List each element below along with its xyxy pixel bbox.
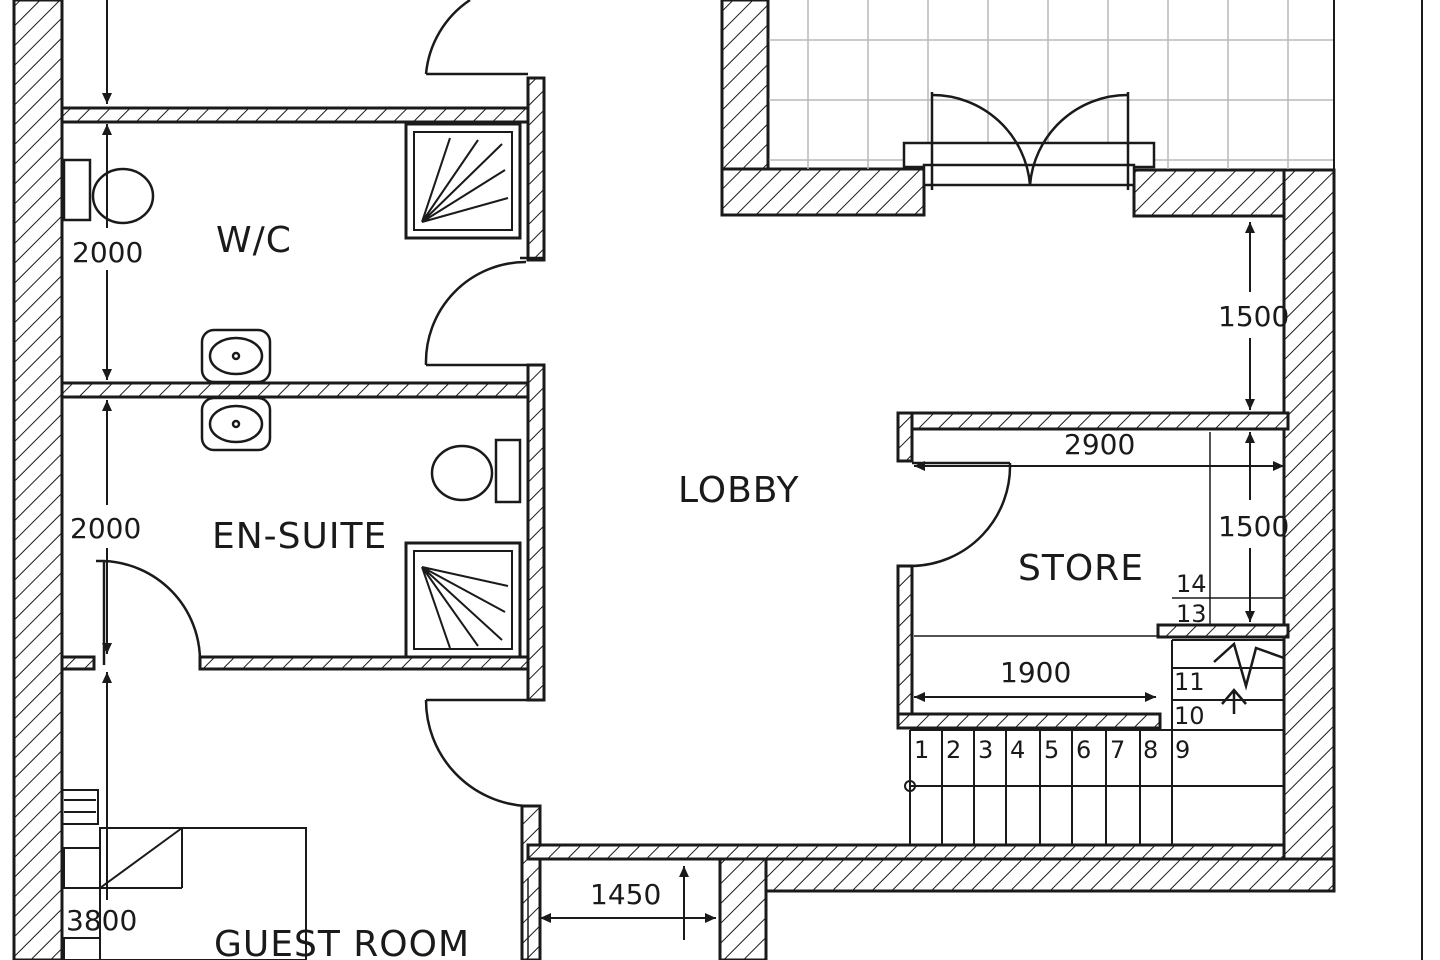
stair-step-number: 6 [1076,736,1091,764]
ensuite-toilet-icon [430,438,522,504]
stair-step-number: 9 [1175,736,1190,764]
store-top-wall [896,411,1290,431]
ensuite-bottom-wall [198,655,530,671]
wc-right-wall-lower [526,363,546,702]
ensuite-door-swing [96,559,202,665]
boundary-lines [767,0,1423,960]
dim-store-right: 1500 [1218,510,1289,543]
store-left-wall-upper [896,411,914,463]
court-bottom-wall-left [720,167,926,217]
wc-shower-icon [404,122,522,240]
courtyard-double-door [902,92,1156,190]
dim-wc-height: 2000 [72,236,143,269]
stair-step-number: 7 [1110,736,1125,764]
bottom-right-stub [764,857,1336,893]
toilet-icon [62,158,155,225]
room-label-guest-room: GUEST ROOM [214,924,470,960]
stair-step-number: 3 [978,736,993,764]
dim-stair-width: 1900 [1000,656,1071,689]
walls [12,0,1336,960]
left-outer-wall [12,0,64,960]
bottom-lower-wall [718,857,768,960]
stair-step-number: 8 [1143,736,1158,764]
dim-ensuite-height: 2000 [70,512,141,545]
basin-icon [200,328,272,384]
wc-door-swing [424,260,528,367]
dim-store-width: 2900 [1064,428,1135,461]
basin-icon [200,396,272,452]
stair-top-wall [1156,623,1290,639]
dim-bottom-width: 1450 [590,878,661,911]
ensuite-bottom-wall-left [60,655,96,671]
stair-step-number: 2 [946,736,961,764]
stair-step-number: 10 [1174,702,1205,730]
dimension-lines [102,0,1284,960]
room-label-store: STORE [1018,548,1144,589]
bed-icon [61,789,307,960]
top-door-swing [424,0,528,76]
store-door-swing [911,461,1012,568]
right-outer-wall [1282,168,1336,892]
store-left-wall-lower [896,564,914,728]
wc-right-wall-upper [526,76,546,262]
stair-step-number: 5 [1044,736,1059,764]
store-bottom-wall [896,712,1162,730]
stair-step-number: 11 [1174,668,1205,696]
stair-step-number: 1 [914,736,929,764]
stair-step-number: 13 [1176,600,1207,628]
ensuite-shower-icon [404,541,522,659]
stair-step-number: 14 [1176,570,1207,598]
dim-lobby-right: 1500 [1218,300,1289,333]
wc-ensuite-partition [60,381,530,399]
room-label-wc: W/C [216,220,292,261]
lobby-bottom-wall [526,843,1336,861]
room-label-ensuite: EN-SUITE [212,516,387,557]
door-swings [96,0,1012,808]
room-label-lobby: LOBBY [678,470,800,511]
guest-right-wall [520,804,542,960]
guest-door-swing [424,698,528,808]
stair-step-number: 4 [1010,736,1025,764]
wc-top-wall [60,106,530,124]
dim-guest-height: 3800 [66,904,137,937]
